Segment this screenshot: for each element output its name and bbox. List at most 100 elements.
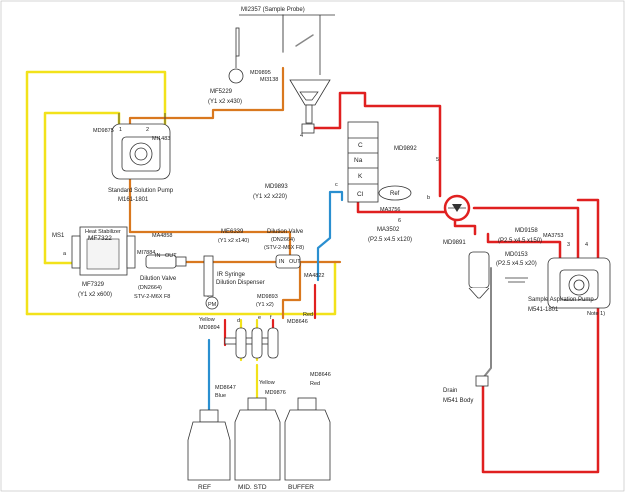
- label-bottle-buffer: BUFFER: [288, 484, 314, 491]
- red-tube-to-aspiration: [472, 206, 580, 266]
- red-tube-aspiration-return: [576, 198, 600, 266]
- blue-tube-cell-to-dispenser: [316, 190, 344, 282]
- label-num-3: 3: [567, 242, 570, 248]
- manifold: [224, 327, 279, 359]
- label-cell-k: K: [358, 173, 363, 180]
- label-pm: PM: [208, 302, 217, 308]
- sample-funnel: [289, 79, 331, 134]
- label-red-2: Red: [310, 381, 320, 387]
- label-std-tube-2: MI1483: [152, 136, 170, 142]
- orange-tube-heat-top: [128, 230, 292, 260]
- label-dilution-valve-1: Dilution Valve: [140, 276, 177, 282]
- label-note: Note 1): [587, 311, 605, 317]
- red-tube-drain-loop: [481, 303, 600, 474]
- label-probe-pump-size: (Y1 x2 x430): [208, 99, 242, 105]
- label-heat-stabilizer: Heat Stabilizer: [85, 229, 121, 235]
- dilution-valve-2: [275, 254, 301, 269]
- label-md8646b: MD8646: [310, 372, 331, 378]
- pinch-valve: [443, 194, 471, 222]
- label-heat-stabilizer-part: MF7322: [88, 235, 112, 242]
- label-probe-pump-part: MF5229: [210, 89, 233, 95]
- probe-pump-motor: [228, 56, 244, 84]
- label-letter-a: a: [63, 251, 67, 257]
- label-md8647: MD8647: [215, 385, 236, 391]
- label-ma4822: MA4822: [304, 273, 325, 279]
- label-dilution-valve-1-part: (DN2664): [138, 285, 162, 291]
- label-heat-bottom-size: (Y1 x2 x600): [78, 292, 112, 298]
- label-cell-tube-size: (P2.5 x4.5 x120): [368, 237, 412, 243]
- label-num-4: 4: [585, 242, 588, 248]
- red-tube-aspiration-b: [486, 232, 562, 266]
- electrode-cell: [347, 121, 412, 203]
- label-letter-e: e: [258, 315, 261, 321]
- drain-chamber: [468, 251, 528, 387]
- label-cell-tube-part: MA3502: [377, 227, 400, 233]
- label-md0153: MD0153: [505, 252, 528, 258]
- label-dilution-valve-2-sub: (STV-2-M6X F8): [264, 245, 304, 251]
- label-dilution-valve-2-part: (DN2664): [271, 237, 295, 243]
- label-probe-tube-b: MI3138: [260, 77, 278, 83]
- label-std-tube-1: MD9875: [93, 128, 114, 134]
- red-tube-cell-top: [306, 91, 442, 198]
- label-probe-tube-a: MD9895: [250, 70, 271, 76]
- label-sample-probe: MI2357 (Sample Probe): [241, 7, 305, 13]
- label-bottle-mid-std: MID. STD: [238, 484, 267, 491]
- label-heat-bottom-part: MF7329: [82, 282, 105, 288]
- label-red: Red: [303, 312, 313, 318]
- label-md0153-size: (P2.5 x4.5 x20): [496, 261, 537, 267]
- label-mid-tube-size: (Y1 x2 x220): [253, 194, 287, 200]
- label-dilution-dispenser: Dilution Dispenser: [216, 280, 265, 286]
- label-me6339-size: (Y1 x2 x140): [218, 238, 249, 244]
- ir-syringe: [203, 255, 219, 310]
- label-out-1: OUT: [165, 253, 177, 259]
- label-out-2: OUT: [289, 259, 301, 265]
- bottle-buffer: [284, 397, 331, 481]
- label-ma3753: MA3753: [543, 233, 564, 239]
- orange-tube-to-manifold: [281, 260, 302, 320]
- dilution-valve-1: [145, 254, 187, 269]
- yellow-tube-bottom: [25, 260, 337, 316]
- label-md9893b-size: (Y1 x2): [256, 302, 274, 308]
- label-letter-d: d: [237, 318, 240, 324]
- bottle-mid-std: [234, 397, 281, 481]
- label-ma-small: MA4858: [152, 233, 173, 239]
- label-aspiration-pump: Sample Aspiration Pump: [528, 297, 594, 303]
- label-std-pump-name: Standard Solution Pump: [108, 188, 174, 194]
- label-ma-small2: MI7884: [137, 250, 155, 256]
- label-ms1: MS1: [52, 233, 65, 239]
- label-yellow-2: Yellow: [259, 380, 275, 386]
- sample-aspiration-pump: [547, 257, 611, 309]
- label-tube-c: c: [335, 182, 338, 188]
- label-num-6: 6: [398, 218, 401, 224]
- label-tube-b: b: [427, 195, 430, 201]
- label-yellow: Yellow: [199, 317, 215, 323]
- label-in-1: IN: [155, 253, 161, 259]
- label-std-pump-part: M161-1801: [118, 197, 149, 203]
- label-cell-c: C: [358, 142, 363, 149]
- label-aspiration-part: M541-1801: [528, 307, 559, 313]
- label-md8646: MD8646: [287, 319, 308, 325]
- label-cell-part: MD9892: [394, 146, 417, 152]
- label-dilution-valve-1-sub: STV-2-M6X F8: [134, 294, 170, 300]
- label-blue: Blue: [215, 393, 226, 399]
- label-md9891: MD9891: [443, 240, 466, 246]
- heat-stabilizer: [71, 226, 136, 276]
- bottle-ref: [187, 409, 231, 481]
- label-num-2: 2: [146, 127, 149, 133]
- label-cell-na: Na: [354, 157, 363, 164]
- label-drain: Drain: [443, 388, 457, 394]
- label-in-2: IN: [279, 259, 285, 265]
- sample-probe: [235, 14, 335, 75]
- label-ref: Ref: [390, 191, 400, 197]
- label-ir-syringe: IR Syringe: [217, 272, 246, 278]
- label-letter-f: f: [270, 315, 272, 321]
- label-cell-cl: Cl: [357, 191, 364, 198]
- standard-solution-pump: [111, 113, 171, 180]
- label-me6339: ME6339: [221, 229, 244, 235]
- label-mid-tube-part: MD9893: [265, 184, 288, 190]
- label-m541-body: M541 Body: [443, 398, 473, 404]
- red-tube-valve-down: [453, 216, 477, 236]
- label-num-5: 5: [436, 157, 439, 163]
